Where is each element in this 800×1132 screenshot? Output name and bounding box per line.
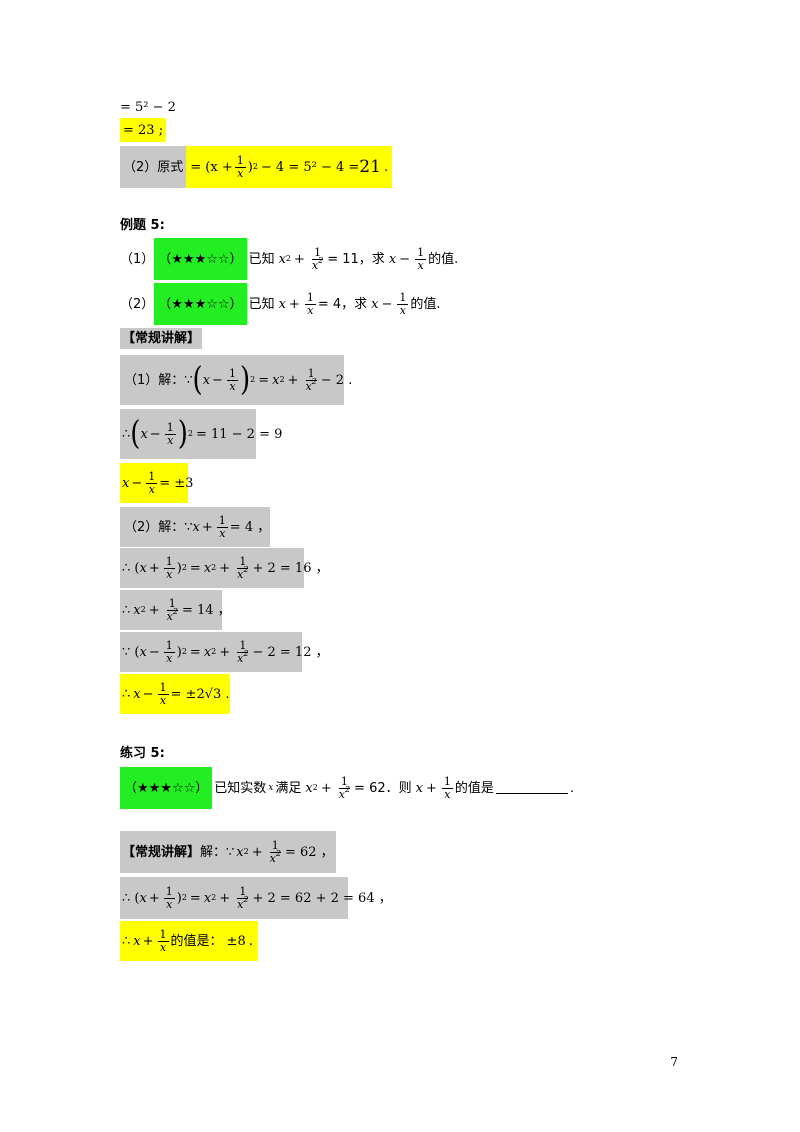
prev-part2-result: 21 [359, 156, 381, 177]
page-number: 7 [670, 1055, 678, 1069]
example-q2-label: （2） [120, 296, 155, 312]
solution-s2-line2-end: + 2 = 16 ， [252, 560, 329, 576]
practice-rating: （★★★☆☆） [120, 767, 213, 809]
prev-part2-expr-c: − 4 = 5² − 4 = [260, 159, 360, 175]
practice-sol-tag: 【常规讲解】 [122, 844, 201, 860]
practice-answer-blank [495, 782, 568, 794]
example-q2-rating: （★★★☆☆） [154, 283, 247, 325]
prev-line-2-text: = 23 ; [123, 122, 164, 138]
example-q2-text-a: 已知 [248, 296, 275, 312]
prev-line-2: = 23 ; [120, 118, 167, 142]
prev-part2-expr-a: = (x + [190, 159, 233, 175]
practice-sol-result: ±8 [226, 933, 246, 949]
practice-sol-line2-end: + 2 = 62 + 2 = 64 ， [252, 890, 392, 906]
solution-s2-line1-end: = 4 ， [229, 519, 271, 535]
practice-text-c: = 62．则 [354, 780, 412, 796]
prev-line-1-text: = 5² − 2 [120, 99, 176, 115]
prev-part2-end: . [383, 159, 389, 175]
prev-part2-expr-b: ) [247, 159, 253, 175]
prev-line-1: = 5² − 2 [120, 98, 176, 116]
practice-sol-line3-end: . [248, 933, 253, 949]
solution-s2-line3-end: = 14 ， [181, 602, 231, 618]
solution-tag: 【常规讲解】 [120, 328, 203, 349]
example-q1-text-a: 已知 [248, 251, 275, 267]
practice-text-b: 满足 [275, 780, 302, 796]
practice-text-d: 的值是 [454, 780, 494, 796]
solution-s2-result: = ±2√3 . [170, 686, 230, 702]
solution-s2-label: （2）解：∵ [124, 519, 193, 535]
practice-sol-line1-end: = 62 ， [284, 844, 334, 860]
solution-s1-result: = ±3 [159, 475, 194, 491]
example-q2-text-b: = 4，求 [317, 296, 368, 312]
practice-text-end: . [569, 780, 575, 796]
example-q1-rating: （★★★☆☆） [154, 238, 247, 280]
practice-heading: 练习 5: [120, 746, 165, 761]
example-q2-text-c: 的值. [410, 296, 441, 312]
practice-sol-label: 解：∵ [200, 844, 235, 860]
example-heading: 例题 5: [120, 218, 165, 233]
solution-s1-eq: = 11 − 2 = 9 [195, 426, 283, 442]
practice-text-a: 已知实数 [214, 780, 267, 796]
prev-part2-label: （2）原式 [120, 146, 187, 188]
solution-s2-line4-end: − 2 = 12 ， [252, 644, 329, 660]
example-q1-label: （1） [120, 251, 155, 267]
practice-sol-line3-mid: 的值是： [170, 933, 223, 949]
example-q1-text-c: 的值. [428, 251, 459, 267]
solution-s1-label: （1）解：∵ [124, 372, 193, 388]
example-q1-text-b: = 11，求 [327, 251, 385, 267]
